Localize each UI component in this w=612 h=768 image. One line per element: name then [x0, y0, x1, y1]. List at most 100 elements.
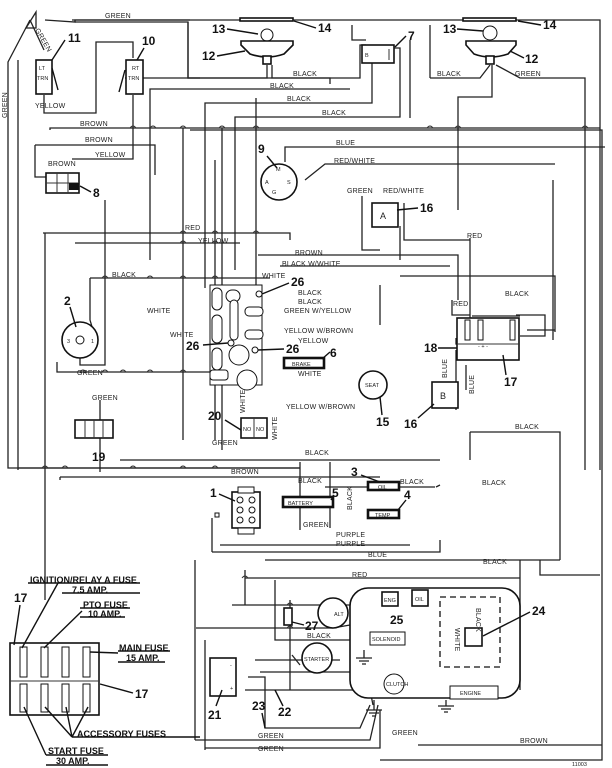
svg-text:GREEN: GREEN — [212, 440, 238, 447]
svg-text:YELLOW: YELLOW — [35, 103, 66, 110]
svg-text:BLACK: BLACK — [112, 272, 136, 279]
callout-10: 10 — [142, 34, 156, 48]
svg-text:GREEN: GREEN — [258, 746, 284, 753]
svg-text:OIL: OIL — [378, 485, 387, 491]
svg-text:BROWN: BROWN — [295, 250, 323, 257]
headlight-housing — [465, 40, 517, 58]
svg-text:BLACK: BLACK — [307, 633, 331, 640]
callout-27: 27 — [305, 619, 319, 633]
svg-text:RED: RED — [453, 301, 468, 308]
svg-text:CLUTCH: CLUTCH — [386, 682, 408, 688]
accessory-fuses-label: ACCESSORY FUSES — [77, 729, 166, 739]
svg-text:BLACK: BLACK — [483, 559, 507, 566]
callout-2: 2 — [64, 294, 71, 308]
svg-text:WHITE: WHITE — [170, 332, 194, 339]
svg-text:BLACK: BLACK — [298, 290, 322, 297]
callout-18: 18 — [424, 341, 438, 355]
svg-text:GREEN: GREEN — [77, 370, 103, 377]
svg-text:BLACK: BLACK — [293, 71, 317, 78]
drawing-number: 11003 — [572, 762, 587, 768]
callout-8: 8 — [93, 186, 100, 200]
svg-text:RT: RT — [132, 66, 140, 72]
callout-13-right: 13 — [443, 22, 457, 36]
callout-13-left: 13 — [212, 22, 226, 36]
svg-text:- + -: - + - — [478, 344, 488, 350]
callout-3: 3 — [351, 465, 358, 479]
svg-text:NO: NO — [256, 427, 265, 433]
svg-text:B: B — [365, 53, 369, 59]
svg-text:RED: RED — [185, 225, 200, 232]
bulb-icon — [482, 25, 498, 41]
engine-label-box — [449, 685, 499, 700]
pto-switch-20: NO NO — [240, 417, 268, 439]
svg-text:BLACK: BLACK — [298, 299, 322, 306]
start-fuse-label: START FUSE — [48, 746, 104, 756]
oil-sensor — [411, 589, 429, 607]
light-switch-2: 3 1 — [61, 321, 99, 359]
callout-14-left: 14 — [318, 21, 332, 35]
rt-trn-switch: RT TRN — [118, 59, 144, 95]
relay-16-b — [431, 381, 459, 409]
callout-21: 21 — [208, 708, 222, 722]
seat-switch-15 — [358, 370, 388, 400]
svg-text:WHITE: WHITE — [147, 308, 171, 315]
svg-text:GREEN: GREEN — [105, 13, 131, 20]
svg-text:BROWN: BROWN — [48, 161, 76, 168]
svg-text:BATTERY: BATTERY — [288, 501, 313, 507]
svg-text:WHITE: WHITE — [453, 628, 460, 652]
svg-text:BRAKE: BRAKE — [292, 362, 311, 368]
callout-7: 7 — [408, 29, 415, 43]
svg-text:BLACK: BLACK — [270, 83, 294, 90]
svg-text:RED/WHITE: RED/WHITE — [383, 188, 424, 195]
svg-text:S: S — [287, 180, 291, 186]
svg-text:YELLOW W/BROWN: YELLOW W/BROWN — [286, 404, 355, 411]
callout-11: 11 — [68, 31, 81, 45]
ignition-fuse-amp: 7.5 AMP. — [72, 585, 108, 595]
svg-text:ALT: ALT — [334, 612, 344, 618]
svg-text:GREEN: GREEN — [92, 395, 118, 402]
svg-text:GREEN: GREEN — [258, 733, 284, 740]
callout-9: 9 — [258, 142, 265, 156]
lens-right — [462, 17, 517, 22]
svg-text:WHITE: WHITE — [272, 416, 279, 440]
svg-text:GREEN: GREEN — [515, 71, 541, 78]
svg-text:TRN: TRN — [37, 76, 48, 82]
svg-text:YELLOW: YELLOW — [198, 238, 229, 245]
callout-22: 22 — [278, 705, 292, 719]
svg-text:BLUE: BLUE — [368, 552, 387, 559]
svg-text:STARTER: STARTER — [304, 657, 329, 663]
svg-text:GREEN: GREEN — [347, 188, 373, 195]
svg-text:SOLENOID: SOLENOID — [372, 637, 400, 643]
fuse-legend — [9, 642, 100, 716]
pto-fuse-amp: 10 AMP. — [88, 609, 122, 619]
oil-indicator-3 — [366, 480, 401, 492]
key-switch-9: M A S G — [260, 163, 298, 201]
svg-text:A: A — [265, 180, 269, 186]
callout-19: 19 — [92, 450, 106, 464]
wire-crossings — [41, 125, 589, 629]
ground-icon — [356, 650, 454, 717]
svg-text:1: 1 — [91, 339, 94, 345]
starter-motor — [301, 642, 333, 674]
svg-text:BROWN: BROWN — [231, 469, 259, 476]
svg-text:OIL: OIL — [415, 597, 424, 603]
svg-text:BLACK: BLACK — [400, 479, 424, 486]
battery-indicator-5 — [281, 495, 335, 509]
svg-text:BROWN: BROWN — [80, 121, 108, 128]
svg-text:WHITE: WHITE — [298, 371, 322, 378]
callout-6: 6 — [330, 346, 337, 360]
callout-26-right: 26 — [286, 342, 300, 356]
pto-fuse-label: PTO FUSE — [83, 600, 128, 610]
callout-26-left: 26 — [186, 339, 200, 353]
svg-text:BLACK: BLACK — [347, 486, 354, 510]
callout-5: 5 — [332, 486, 339, 500]
svg-text:WHITE: WHITE — [240, 389, 247, 413]
alternator — [317, 597, 349, 629]
engine-module-dashed — [439, 596, 501, 668]
svg-text:BLACK: BLACK — [482, 480, 506, 487]
svg-text:GREEN: GREEN — [392, 730, 418, 737]
callout-17-lower: 17 — [135, 687, 149, 701]
svg-text:BLACK: BLACK — [305, 450, 329, 457]
svg-text:BLACK: BLACK — [515, 424, 539, 431]
temp-indicator-4 — [366, 508, 401, 520]
